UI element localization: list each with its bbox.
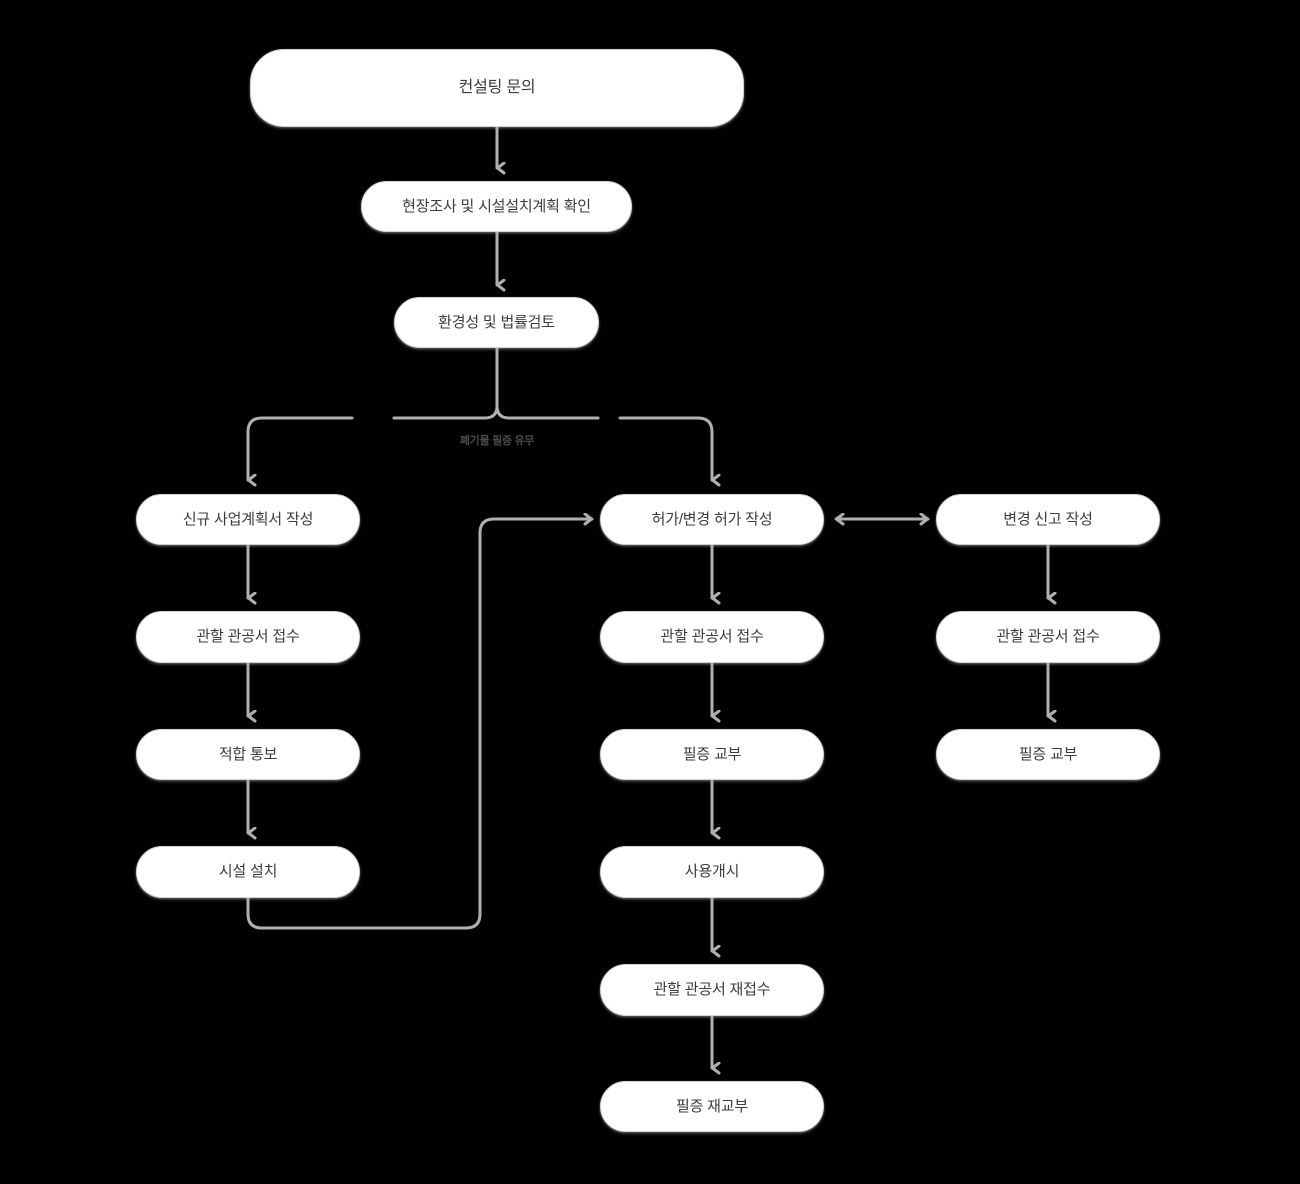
node-left-submit-label: 관할 관공서 접수 <box>196 628 300 645</box>
node-middle-start-use[interactable]: 사용개시 <box>600 846 824 898</box>
node-middle-reissue-label: 필증 재교부 <box>676 1097 748 1115</box>
node-start-label: 컨설팅 문의 <box>458 79 536 97</box>
node-right-issue[interactable]: 필증 교부 <box>936 729 1160 780</box>
node-left-notice[interactable]: 적합 통보 <box>136 729 360 780</box>
node-survey[interactable]: 현장조사 및 시설설치계획 확인 <box>361 181 632 232</box>
node-start[interactable]: 컨설팅 문의 <box>250 49 744 127</box>
node-right-change[interactable]: 변경 신고 작성 <box>936 494 1160 545</box>
node-middle-submit[interactable]: 관할 관공서 접수 <box>600 611 824 663</box>
edge-branch-bus-right <box>495 404 600 420</box>
edge-branch-to-middle <box>618 416 712 480</box>
node-right-submit[interactable]: 관할 관공서 접수 <box>936 611 1160 663</box>
edge-label-branch: 폐기물 필증 유무 <box>459 435 535 447</box>
node-middle-permit[interactable]: 허가/변경 허가 작성 <box>600 494 824 545</box>
node-left-plan[interactable]: 신규 사업계획서 작성 <box>136 494 360 545</box>
node-middle-issue[interactable]: 필증 교부 <box>600 729 824 780</box>
node-right-submit-label: 관할 관공서 접수 <box>996 628 1100 645</box>
edge-branch-to-left <box>246 416 354 480</box>
node-middle-resubmit[interactable]: 관할 관공서 재접수 <box>600 964 824 1016</box>
node-review-label: 환경성 및 법률검토 <box>438 313 555 331</box>
node-left-install[interactable]: 시설 설치 <box>136 846 360 898</box>
node-left-notice-label: 적합 통보 <box>218 745 278 763</box>
node-review[interactable]: 환경성 및 법률검토 <box>394 297 599 348</box>
node-middle-submit-label: 관할 관공서 접수 <box>660 628 764 645</box>
node-middle-start-use-label: 사용개시 <box>684 863 740 880</box>
node-middle-reissue[interactable]: 필증 재교부 <box>600 1081 824 1132</box>
node-survey-label: 현장조사 및 시설설치계획 확인 <box>402 197 591 215</box>
node-middle-permit-label: 허가/변경 허가 작성 <box>651 510 773 528</box>
node-left-install-label: 시설 설치 <box>218 863 278 880</box>
node-right-change-label: 변경 신고 작성 <box>1003 510 1093 528</box>
edge-review-to-branch <box>392 346 499 420</box>
node-right-issue-label: 필증 교부 <box>1018 745 1078 763</box>
node-left-plan-label: 신규 사업계획서 작성 <box>182 510 314 528</box>
node-middle-resubmit-label: 관할 관공서 재접수 <box>653 981 771 998</box>
node-left-submit[interactable]: 관할 관공서 접수 <box>136 611 360 663</box>
node-middle-issue-label: 필증 교부 <box>682 745 742 763</box>
